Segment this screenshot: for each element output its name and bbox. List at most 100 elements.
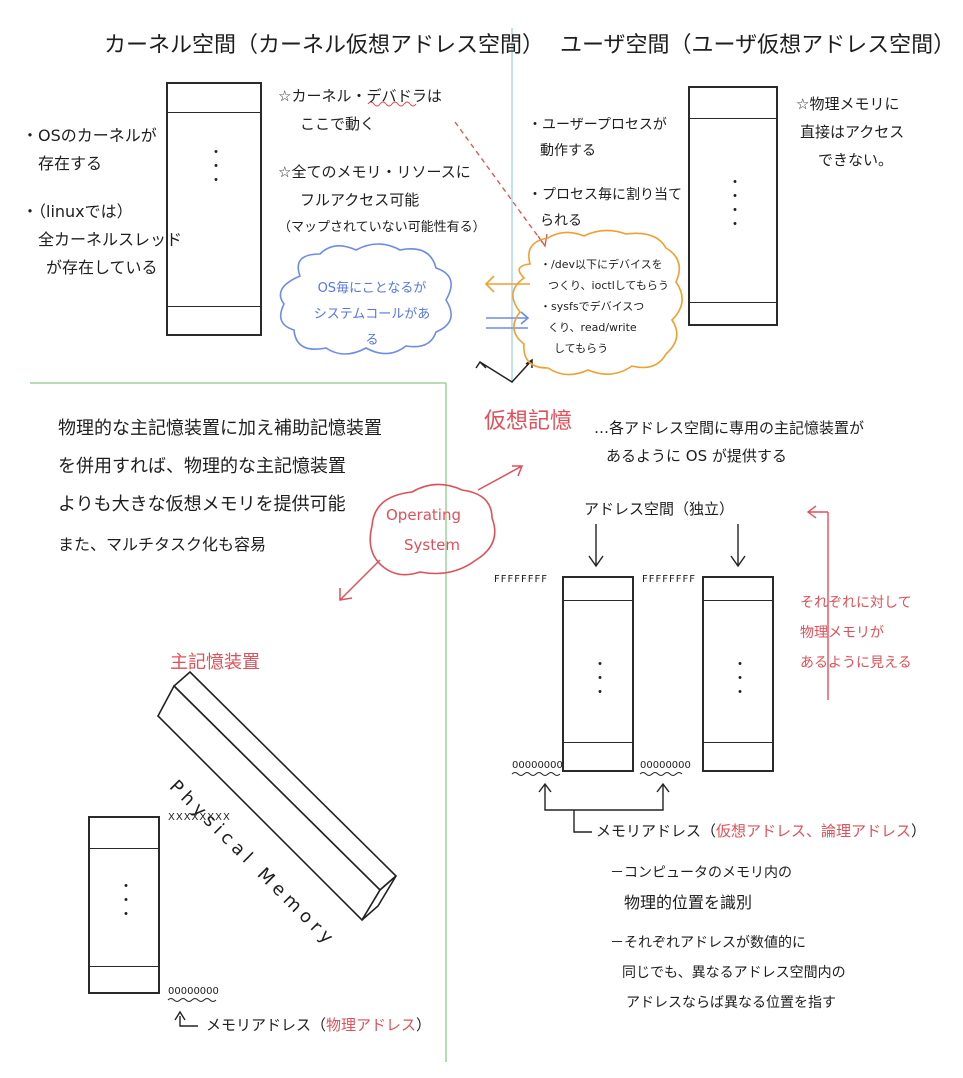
- kernel-column-dots: ・ ・ ・: [209, 145, 223, 189]
- device-cloud-line5: してもらう: [554, 342, 609, 355]
- devdriver-arrow: [454, 121, 546, 247]
- virtual-bullet-different-line2: 同じでも、異なるアドレス空間内の: [622, 965, 846, 981]
- kernel-column-top-band: [168, 112, 260, 113]
- os-bubble-line2: System: [404, 536, 460, 554]
- kernel-star-fullaccess-line3: （マップされていない可能性有る）: [278, 220, 486, 235]
- virtual-bullet-location-line1: －コンピュータのメモリ内の: [610, 865, 792, 881]
- explanation-line4: また、マルチタスク化も容易: [58, 535, 267, 554]
- virtual-memory-address-label: メモリアドレス（仮想アドレス、論理アドレス）: [596, 822, 926, 841]
- user-note-allocation: ・プロセス毎に割り当て られる: [528, 182, 682, 234]
- os-bubble-line1: Operating: [386, 506, 461, 524]
- physical-column-bottom-band: [90, 966, 158, 967]
- vas2-bottom-band: [704, 742, 772, 743]
- os-arrow-to-physical: [339, 559, 381, 601]
- devdriver-underline: [367, 101, 417, 107]
- red-bracket-arrow: [806, 505, 829, 700]
- kernel-space-column: ・ ・ ・: [166, 82, 262, 336]
- user-note-process-line1: ・ユーザープロセスが: [528, 117, 667, 133]
- user-star-line1: ☆物理メモリに: [796, 95, 900, 113]
- physical-memory-address-label: メモリアドレス（物理アドレス）: [206, 1016, 431, 1035]
- user-column-dots: ・ ・ ・ ・: [728, 175, 742, 233]
- kernel-note-linux-line2: 全カーネルスレッド: [38, 230, 183, 249]
- user-space-title: ユーザ空間（ユーザ仮想アドレス空間）: [560, 33, 956, 58]
- device-cloud-line1: ・/dev以下にデバイスを: [540, 258, 663, 271]
- virtual-memory-desc-line1: …各アドレス空間に専用の主記憶装置が: [594, 419, 865, 437]
- physical-address-leader: [174, 1010, 198, 1027]
- virtual-bullet-different-line3: アドレスならば異なる位置を指す: [626, 995, 836, 1011]
- wave-underline-3: [167, 998, 217, 1002]
- kernel-note-os-line2: 存在する: [38, 154, 103, 173]
- vas2-dots: ・ ・ ・: [733, 657, 747, 701]
- physical-bottom-address: 00000000: [168, 986, 219, 997]
- virtual-right-note-line3: あるように見える: [800, 655, 912, 671]
- physical-address-type: 物理アドレス: [326, 1016, 417, 1034]
- physical-column-dots: ・ ・ ・: [119, 879, 133, 923]
- physical-address-prefix: メモリアドレス（: [206, 1016, 327, 1034]
- virtual-memory-explanation: 物理的な主記憶装置に加え補助記憶装置 を併用すれば、物理的な主記憶装置 よりも大…: [58, 410, 382, 564]
- device-cloud-line2: つくり、ioctlしてもらう: [548, 279, 669, 292]
- vas2-top-band: [704, 600, 772, 601]
- orange-left-arrow: [484, 275, 530, 293]
- physical-address-suffix: ）: [416, 1016, 432, 1034]
- vas2-top-address: FFFFFFFF: [642, 574, 697, 585]
- explanation-line3: よりも大きな仮想メモリを提供可能: [58, 494, 346, 515]
- address-space-arrow-right: [730, 524, 746, 568]
- vas1-bottom-address: 00000000: [512, 760, 563, 771]
- blue-right-arrow-1: [486, 311, 530, 325]
- physical-memory-stick: [157, 670, 398, 922]
- os-arrow-to-virtual: [477, 465, 524, 491]
- user-star-line3: できない。: [818, 151, 894, 169]
- physical-memory-column: ・ ・ ・: [88, 816, 160, 994]
- wave-underline-2: [639, 772, 683, 776]
- vas1-top-band: [564, 600, 632, 601]
- user-column-bottom-band: [690, 302, 776, 303]
- device-cloud-outline: [512, 229, 683, 376]
- address-space-arrow-left: [588, 524, 604, 568]
- virtual-memory-description: …各アドレス空間に専用の主記憶装置が あるように OS が提供する: [594, 414, 864, 470]
- vas1-bottom-band: [564, 742, 632, 743]
- os-bubble-outline: [369, 483, 496, 576]
- kernel-note-linux-line1: ・（linuxでは）: [22, 202, 133, 221]
- wave-underline-1: [511, 772, 561, 776]
- virtual-address-type: 仮想アドレス、論理アドレス: [716, 822, 912, 840]
- kernel-star-fullaccess-line2: フルアクセス可能: [300, 191, 420, 209]
- main-memory-title: 主記憶装置: [170, 652, 260, 673]
- virtual-bullet-location: －コンピュータのメモリ内の 物理的位置を識別: [610, 858, 792, 918]
- vas1-dots: ・ ・ ・: [593, 657, 607, 701]
- virtual-right-note-line2: 物理メモリが: [800, 625, 884, 641]
- device-cloud: ・/dev以下にデバイスを つくり、ioctlしてもらう ・sysfsでデバイス…: [540, 254, 669, 359]
- kernel-star-devdriver: ☆カーネル・デバドラは ここで動く: [278, 82, 442, 138]
- memory-address-bracket: [538, 782, 670, 811]
- virtual-bullet-different-line1: －それぞれアドレスが数値的に: [610, 935, 806, 951]
- vas1-top-address: FFFFFFFF: [494, 574, 549, 585]
- virtual-bullet-different: －それぞれアドレスが数値的に 同じでも、異なるアドレス空間内の アドレスならば異…: [610, 928, 846, 1018]
- kernel-note-linux: ・（linuxでは） 全カーネルスレッド が存在している: [22, 198, 182, 282]
- user-star-line2: 直接はアクセス: [800, 123, 905, 141]
- virtual-memory-title: 仮想記憶: [484, 409, 573, 434]
- virtual-memory-desc-line2: あるように OS が提供する: [606, 447, 787, 465]
- virtual-address-prefix: メモリアドレス（: [596, 822, 717, 840]
- device-cloud-line3: ・sysfsでデバイスつ: [540, 300, 645, 313]
- user-note-allocation-line1: ・プロセス毎に割り当て: [528, 187, 682, 203]
- syscall-cloud-line2: システムコールがある: [313, 307, 431, 348]
- kernel-star-fullaccess-line1: ☆全てのメモリ・リソースに: [278, 163, 471, 181]
- virtual-right-note: それぞれに対して 物理メモリが あるように見える: [800, 588, 912, 678]
- kernel-star-fullaccess: ☆全てのメモリ・リソースに フルアクセス可能 （マップされていない可能性有る）: [278, 158, 486, 242]
- user-star-note: ☆物理メモリに 直接はアクセス できない。: [796, 90, 904, 174]
- device-cloud-line4: くり、read/write: [548, 321, 637, 334]
- virtual-right-note-line1: それぞれに対して: [800, 595, 912, 611]
- virtual-address-space-1: ・ ・ ・: [562, 576, 634, 772]
- syscall-cloud-line1: OS毎にことなるが: [317, 281, 427, 296]
- memory-address-leader: [573, 810, 592, 833]
- kernel-column-bottom-band: [168, 306, 260, 307]
- user-column-top-band: [690, 118, 776, 119]
- small-axis-arrows: [475, 358, 533, 383]
- virtual-bullet-location-line2: 物理的位置を識別: [624, 893, 753, 912]
- kernel-star-devdriver-line1: ☆カーネル・デバドラは: [278, 87, 442, 105]
- vas2-bottom-address: 00000000: [640, 760, 691, 771]
- physical-column-top-band: [90, 848, 158, 849]
- kernel-star-devdriver-line2: ここで動く: [300, 115, 376, 133]
- user-note-process: ・ユーザープロセスが 動作する: [528, 112, 667, 164]
- kernel-note-os-line1: ・OSのカーネルが: [22, 126, 157, 145]
